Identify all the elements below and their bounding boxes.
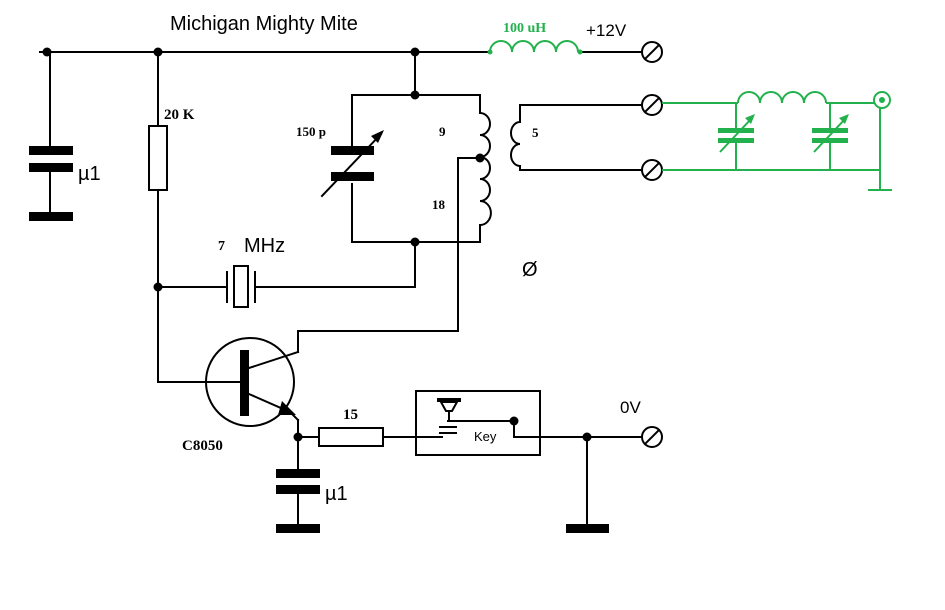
- crystal-freq-number: 7: [218, 239, 225, 254]
- supply-decoupling-capacitor: [29, 51, 73, 221]
- coil-turns-bottom-label: 18: [432, 197, 446, 212]
- terminal-slash: [643, 428, 661, 446]
- emitter-capacitor: [276, 436, 320, 533]
- tuning-cap-label: 150 p: [296, 124, 326, 139]
- link-coil-label: 5: [532, 125, 539, 140]
- tuning-variable-capacitor: [320, 130, 384, 198]
- junction-dot: [410, 237, 420, 247]
- terminal-slash: [643, 161, 661, 179]
- rfc-inductor-label: 100 uH: [503, 21, 546, 36]
- supply-label: +12V: [586, 21, 627, 40]
- terminal-plus12v-slash: [643, 43, 661, 61]
- diagram-title: Michigan Mighty Mite: [170, 13, 358, 35]
- rfc-inductor: [487, 40, 583, 55]
- tank-circuit: [263, 51, 492, 288]
- ground-line: [539, 436, 643, 533]
- terminal-slash: [643, 96, 661, 114]
- bias-resistor-label: 20 K: [164, 107, 195, 123]
- bias-resistor: [148, 51, 168, 383]
- crystal: [157, 265, 265, 308]
- emitter-resistor-label: 15: [343, 407, 358, 423]
- antenna-matching-network: [662, 91, 892, 191]
- coil-turns-top-label: 9: [439, 124, 446, 139]
- key-label: Key: [474, 429, 497, 444]
- supply-cap-label: µ1: [78, 163, 101, 185]
- ground-voltage-label: 0V: [620, 398, 641, 417]
- phi-symbol: Ø: [522, 259, 538, 281]
- emitter-resistor: [297, 427, 417, 447]
- link-coil: [510, 104, 643, 171]
- junction-dot: [410, 90, 420, 100]
- morse-key: [415, 390, 541, 456]
- transistor-label: C8050: [182, 438, 223, 454]
- emitter-cap-label: µ1: [325, 483, 348, 505]
- crystal-freq-unit: MHz: [244, 235, 285, 257]
- junction-dot: [582, 432, 592, 442]
